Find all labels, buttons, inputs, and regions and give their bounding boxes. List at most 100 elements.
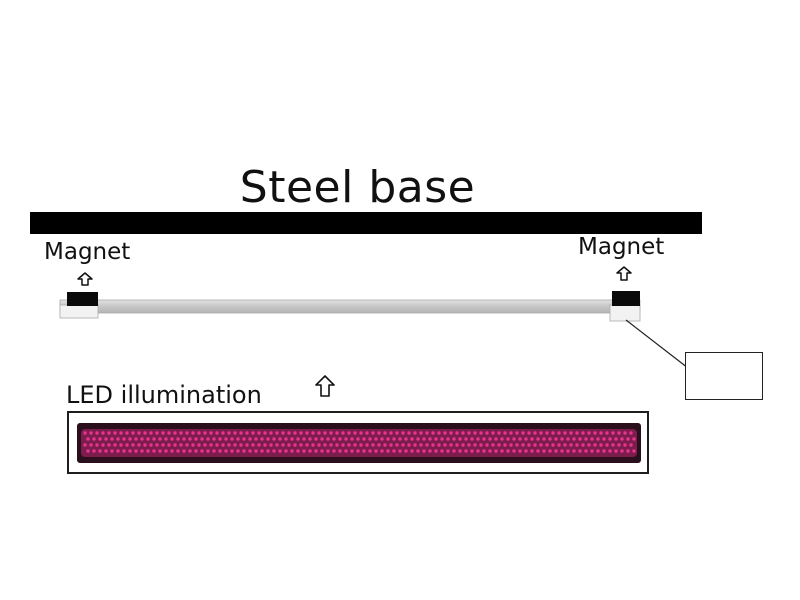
led-dot: [254, 437, 258, 441]
led-dot: [578, 449, 582, 453]
led-dot: [323, 431, 327, 435]
led-dot: [251, 431, 255, 435]
led-dot: [371, 443, 375, 447]
led-dot: [482, 437, 486, 441]
led-dot: [341, 431, 345, 435]
led-dot: [284, 437, 288, 441]
led-dot: [284, 449, 288, 453]
led-dot: [533, 431, 537, 435]
led-dot: [323, 443, 327, 447]
led-dot: [377, 443, 381, 447]
led-dot: [455, 431, 459, 435]
led-dot: [176, 449, 180, 453]
led-dot: [242, 449, 246, 453]
led-dot: [515, 431, 519, 435]
led-dot: [125, 431, 129, 435]
led-dot: [230, 449, 234, 453]
led-dot: [290, 449, 294, 453]
callout-box: [685, 352, 763, 400]
led-dot: [509, 443, 513, 447]
led-dot: [362, 449, 366, 453]
led-dot: [374, 437, 378, 441]
led-dot: [524, 437, 528, 441]
led-dot: [542, 437, 546, 441]
led-dot: [278, 437, 282, 441]
led-dot: [629, 431, 633, 435]
led-dot: [446, 437, 450, 441]
led-dot: [500, 437, 504, 441]
led-dot: [155, 431, 159, 435]
led-dot: [365, 443, 369, 447]
steel-base-bar: [30, 212, 702, 234]
led-dot: [623, 431, 627, 435]
led-dot: [482, 449, 486, 453]
led-dot: [311, 443, 315, 447]
led-dot: [305, 431, 309, 435]
led-dot-array: [81, 429, 637, 457]
led-dot: [353, 443, 357, 447]
led-dot: [437, 431, 441, 435]
led-dot: [617, 443, 621, 447]
led-dot: [257, 431, 261, 435]
led-dot: [92, 449, 96, 453]
led-dot: [110, 449, 114, 453]
led-dot: [347, 443, 351, 447]
led-dot: [554, 437, 558, 441]
led-dot: [518, 449, 522, 453]
led-dot: [434, 437, 438, 441]
led-dot: [137, 431, 141, 435]
led-dot: [389, 431, 393, 435]
led-dot: [494, 449, 498, 453]
led-dot: [164, 449, 168, 453]
led-dot: [335, 431, 339, 435]
led-dot: [263, 443, 267, 447]
led-dot: [116, 449, 120, 453]
led-dot: [344, 449, 348, 453]
led-dot: [266, 437, 270, 441]
led-dot: [122, 449, 126, 453]
led-dot: [449, 443, 453, 447]
led-dot: [569, 431, 573, 435]
led-dot: [569, 443, 573, 447]
led-dot: [317, 431, 321, 435]
led-dot: [545, 443, 549, 447]
led-dot: [587, 443, 591, 447]
led-dot: [158, 437, 162, 441]
led-dot: [440, 437, 444, 441]
led-dot: [626, 437, 630, 441]
led-dot: [101, 443, 105, 447]
led-dot: [425, 443, 429, 447]
led-dot: [134, 437, 138, 441]
led-dot: [491, 443, 495, 447]
led-dot: [143, 443, 147, 447]
led-dot: [176, 437, 180, 441]
led-dot: [599, 443, 603, 447]
led-dot: [326, 437, 330, 441]
magnet-left: [67, 292, 98, 306]
led-dot: [281, 443, 285, 447]
led-dot: [614, 449, 618, 453]
led-dot: [506, 437, 510, 441]
up-arrow-icon: [315, 375, 335, 397]
led-dot: [605, 443, 609, 447]
up-arrow-icon: [77, 272, 93, 286]
led-dot: [560, 449, 564, 453]
led-dot: [614, 437, 618, 441]
led-dot: [506, 449, 510, 453]
led-dot: [620, 449, 624, 453]
led-dot: [575, 443, 579, 447]
led-dot: [212, 437, 216, 441]
led-dot: [353, 431, 357, 435]
led-dot: [518, 437, 522, 441]
led-dot: [113, 431, 117, 435]
led-dot: [140, 449, 144, 453]
led-dot: [515, 443, 519, 447]
led-dot: [248, 437, 252, 441]
led-dot: [437, 443, 441, 447]
led-dot: [428, 437, 432, 441]
led-dot: [407, 431, 411, 435]
led-dot: [545, 431, 549, 435]
led-dot: [413, 431, 417, 435]
led-dot: [425, 431, 429, 435]
